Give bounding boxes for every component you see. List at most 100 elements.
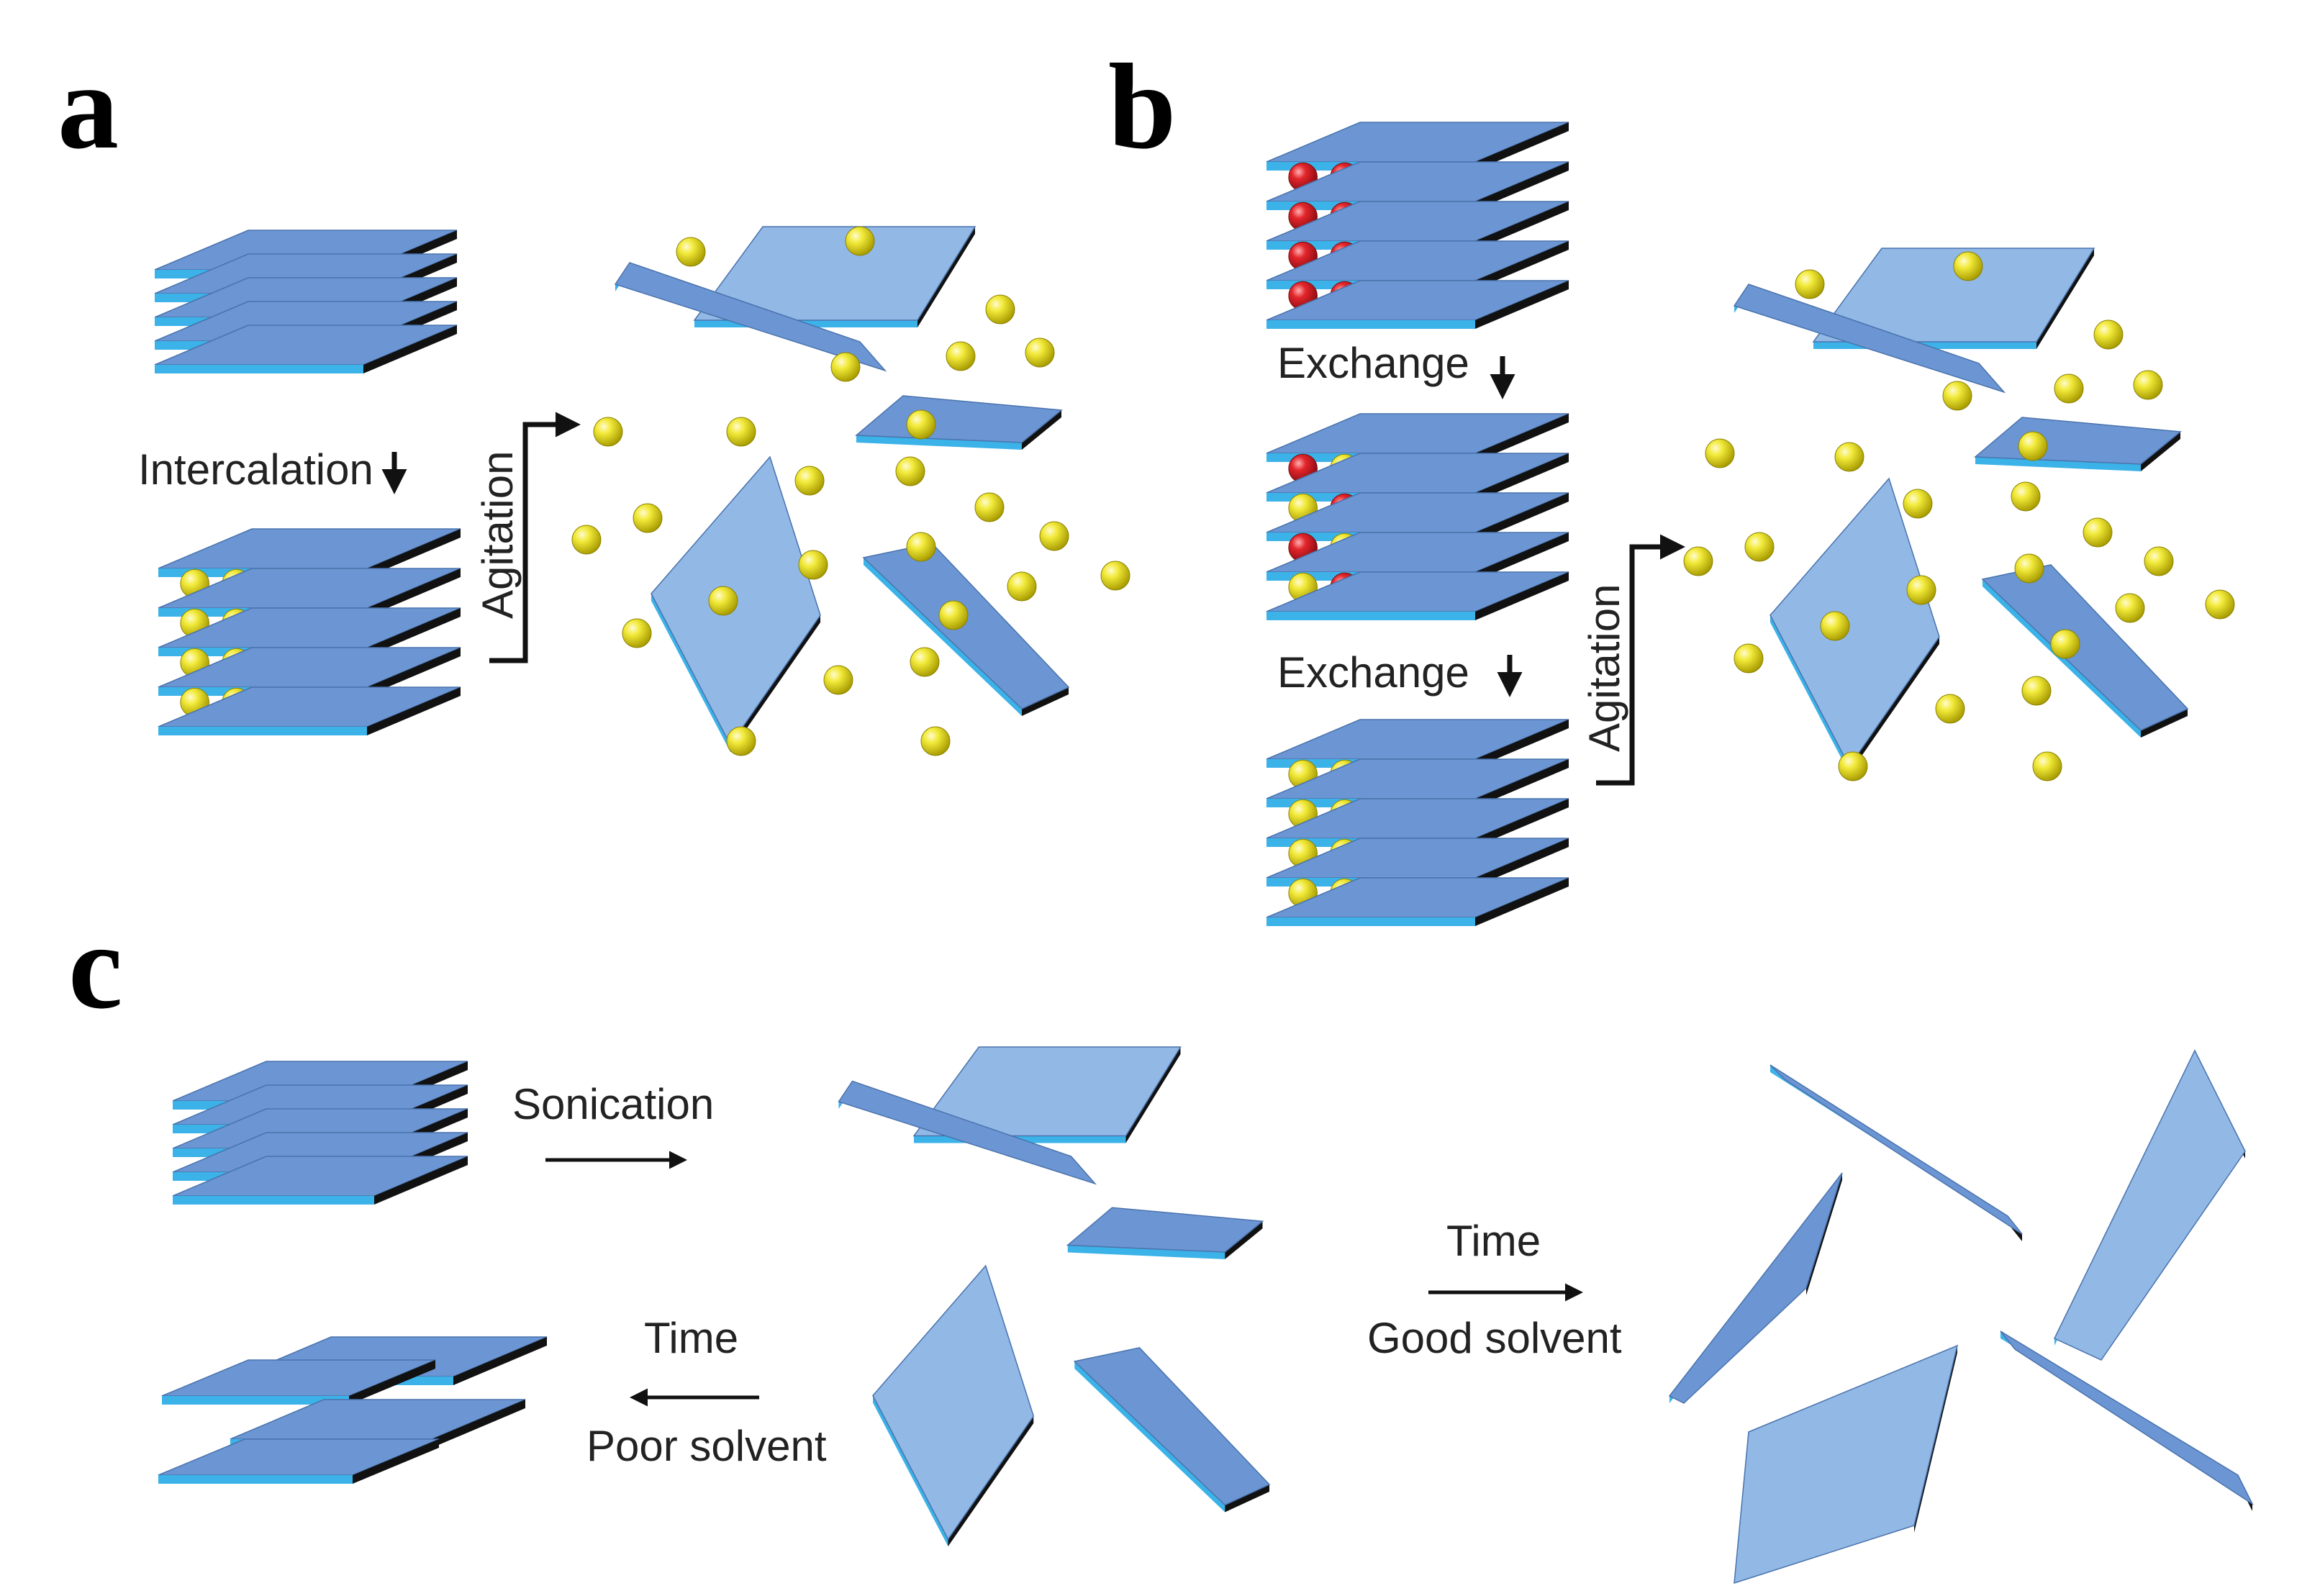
stack-pristine-a: [154, 230, 458, 373]
yellow-intercalant-ball: [1942, 381, 1972, 411]
yellow-intercalant-ball: [2014, 553, 2044, 584]
flake-face: [1974, 417, 2182, 465]
flake-side: [1225, 1484, 1269, 1513]
flake-face: [1734, 1344, 1959, 1584]
flake-edge: [1975, 457, 2141, 471]
sheet-side-edge: [1475, 759, 1569, 807]
yellow-intercalant-ball: [633, 503, 663, 533]
flake-side: [1225, 1221, 1263, 1259]
yellow-intercalant-ball: [946, 341, 976, 371]
yellow-intercalant-ball: [1834, 442, 1864, 472]
sheet-front-edge: [158, 727, 367, 735]
sheet-front-edge: [158, 1475, 353, 1484]
flake-b-lower-right: [1981, 564, 2189, 738]
sheet-side-edge: [349, 1360, 435, 1405]
flake-side: [948, 1416, 1034, 1546]
flake-face: [855, 395, 1063, 443]
yellow-intercalant-ball: [1683, 546, 1713, 576]
flake-side: [2036, 248, 2094, 349]
yellow-intercalant-ball: [1903, 489, 1933, 519]
flake-face: [1668, 1172, 1843, 1404]
yellow-intercalant-ball: [920, 726, 951, 756]
flake-face: [1066, 1207, 1264, 1253]
flake-a-upper-left: [614, 262, 887, 372]
sheet-side-edge: [1475, 122, 1569, 171]
label-time-poor: Time: [644, 1314, 738, 1362]
yellow-intercalant-ball: [830, 352, 861, 382]
flake-side: [730, 615, 820, 752]
flake-c-right-left: [1668, 1172, 1843, 1404]
flake-face: [1769, 477, 1940, 768]
sheet-side-edge: [1475, 162, 1569, 210]
flake-edge: [1770, 615, 1849, 774]
yellow-intercalant-ball: [676, 237, 706, 267]
yellow-intercalant-ball: [1734, 643, 1764, 674]
yellow-intercalant-ball: [2144, 546, 2174, 576]
flake-face: [872, 1264, 1035, 1541]
sheet-side-edge: [367, 568, 461, 617]
sheet-front-edge: [1266, 917, 1475, 926]
sheet-side-edge: [432, 1400, 525, 1448]
sheet-side-edge: [1475, 453, 1569, 502]
yellow-intercalant-ball: [906, 532, 936, 562]
sheet-side-edge: [367, 608, 461, 656]
yellow-intercalant-ball: [1935, 694, 1965, 724]
label-agitation-b: Agitation: [1580, 584, 1628, 753]
label-agitation-a: Agitation: [473, 451, 522, 620]
yellow-intercalant-ball: [726, 726, 756, 756]
sheet-side-edge: [1475, 720, 1569, 768]
sheet-side-edge: [374, 1156, 468, 1205]
sheet-side-edge: [1475, 572, 1569, 620]
yellow-intercalant-ball: [1820, 611, 1850, 641]
arrow-agitation-a: [489, 412, 581, 663]
yellow-intercalant-ball: [1744, 532, 1775, 562]
flake-face: [2053, 1049, 2246, 1361]
sheet-side-edge: [1475, 414, 1569, 462]
flake-side: [2141, 432, 2180, 471]
flake-edge: [864, 558, 1022, 716]
flake-c-mid-upper-left: [838, 1080, 1097, 1185]
yellow-intercalant-ball: [798, 550, 828, 580]
sheet-side-edge: [1475, 799, 1569, 847]
sheet-side-edge: [367, 648, 461, 696]
label-poor-solvent: Poor solvent: [586, 1422, 827, 1470]
flake-b-right: [1974, 417, 2182, 471]
flake-face: [1769, 1064, 2023, 1235]
arrow-agitation-b: [1596, 534, 1685, 786]
stack-restacked-c: [158, 1336, 548, 1484]
yellow-intercalant-ball: [2054, 373, 2084, 404]
flake-c-mid-lower-left: [872, 1264, 1035, 1546]
flake-side: [2141, 709, 2188, 738]
label-exchange-2: Exchange: [1277, 648, 1469, 697]
flake-side: [917, 227, 975, 327]
label-sonication: Sonication: [512, 1080, 714, 1128]
sheet-side-edge: [1475, 493, 1569, 541]
yellow-intercalant-ball: [1025, 337, 1055, 368]
flake-c-right-bottom: [1734, 1344, 1959, 1584]
panel-a-letter: a: [58, 39, 119, 174]
flake-face: [1733, 284, 2006, 394]
sheet-front-edge: [155, 365, 363, 373]
sheet-side-edge: [1475, 838, 1569, 887]
yellow-intercalant-ball: [974, 492, 1005, 522]
layered-crystal-stacks: [154, 122, 1569, 1484]
intercalant-molecules: [571, 226, 2235, 781]
flake-c-right-lower: [2000, 1330, 2254, 1511]
flake-side: [1022, 410, 1061, 450]
flake-face: [862, 543, 1070, 709]
yellow-intercalant-ball: [2018, 431, 2048, 461]
yellow-intercalant-ball: [2032, 751, 2062, 781]
label-intercalation: Intercalation: [138, 445, 373, 494]
yellow-intercalant-ball: [1838, 751, 1868, 781]
flake-edge: [1067, 1245, 1225, 1259]
yellow-intercalant-ball: [1795, 269, 1825, 299]
yellow-intercalant-ball: [2115, 593, 2145, 623]
flake-side: [1849, 637, 1939, 774]
stack-mixed-b: [1266, 413, 1569, 620]
sheet-side-edge: [367, 529, 461, 577]
process-arrows: [381, 356, 1685, 1407]
yellow-intercalant-ball: [1007, 571, 1037, 602]
yellow-intercalant-ball: [726, 417, 756, 447]
yellow-intercalant-ball: [906, 409, 936, 440]
